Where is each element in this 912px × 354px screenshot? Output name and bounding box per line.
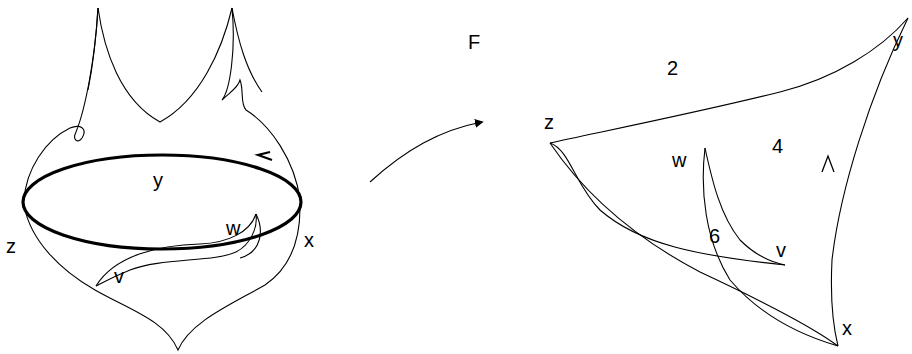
point-label: w (672, 150, 686, 170)
point-label: x (304, 230, 314, 250)
point-label: w (226, 218, 240, 238)
point-label: 6 (709, 226, 720, 246)
point-label: 2 (667, 58, 678, 78)
orientation-arrow (822, 156, 834, 172)
orientation-arrow (258, 152, 272, 160)
point-label: v (114, 266, 124, 286)
point-label: 4 (772, 136, 783, 156)
point-label: y (893, 30, 903, 50)
point-label: y (153, 170, 163, 190)
point-label: x (842, 318, 852, 338)
map-arrow (370, 122, 482, 182)
point-label: F (468, 32, 480, 52)
point-label: v (776, 240, 786, 260)
fold-curve (23, 155, 301, 249)
image-outline (550, 18, 908, 346)
point-label: z (6, 236, 16, 256)
surface-outline (24, 8, 300, 350)
point-label: z (544, 112, 554, 132)
